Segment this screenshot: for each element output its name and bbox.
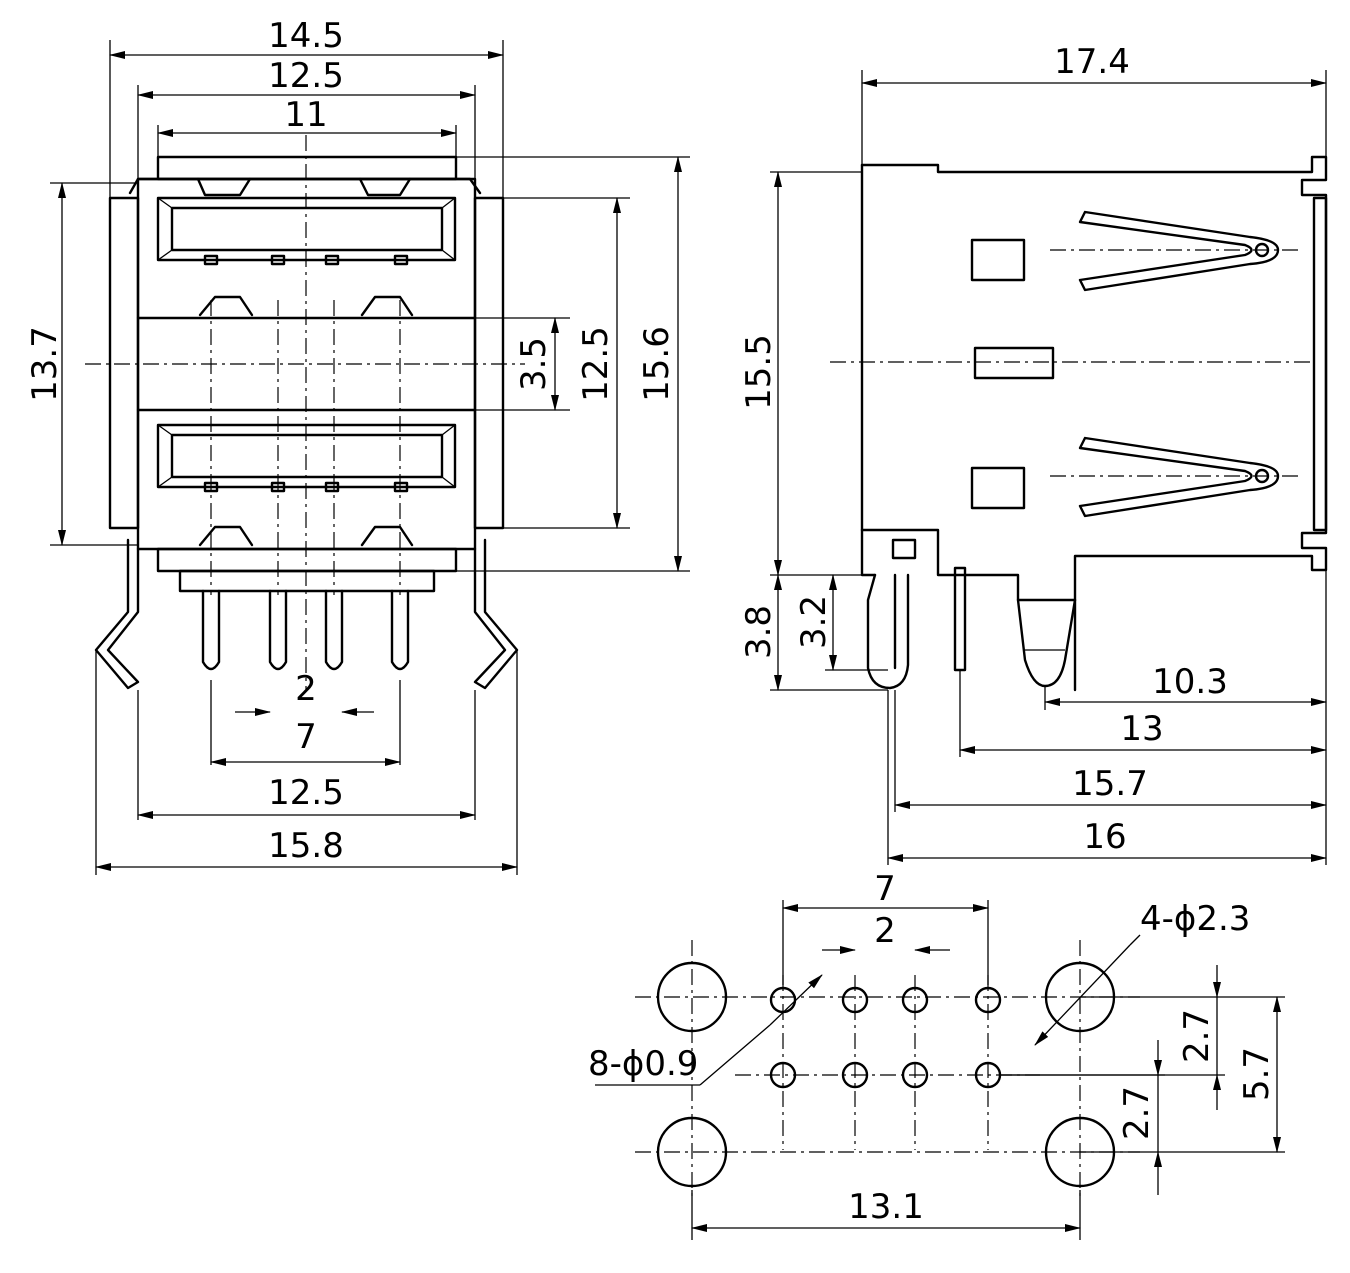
dim-15-6: 15.6	[637, 326, 677, 402]
dim-12-5-bottom: 12.5	[268, 773, 344, 813]
dim-15-5: 15.5	[739, 334, 779, 410]
pcb-dim-13-1: 13.1	[848, 1187, 924, 1227]
pcb-layout: 7 2 4-ϕ2.3 8-ϕ0.9 2.7 5.7 2.7 13.1	[588, 869, 1285, 1240]
dim-3-2: 3.2	[794, 595, 834, 649]
right-leg	[473, 538, 519, 690]
side-view: 17.4 15.5 3.8 3.2 10.3 13 15.7 16	[739, 42, 1328, 865]
pcb-dim-pitch-7: 7	[874, 869, 896, 909]
top-cap	[156, 155, 458, 181]
dim-12-5-right: 12.5	[576, 326, 616, 402]
shield-top-edge	[128, 177, 482, 195]
pcb-dim-mount-holes: 4-ϕ2.3	[1140, 899, 1250, 939]
pcb-dim-2-7-left: 2.7	[1117, 1086, 1157, 1140]
left-leg	[94, 538, 140, 690]
dim-14-5: 14.5	[268, 16, 344, 56]
dim-10-3: 10.3	[1152, 662, 1228, 702]
dim-11: 11	[284, 95, 327, 135]
dim-pitch-7: 7	[295, 717, 317, 757]
pins	[201, 589, 410, 671]
front-view: 14.5 12.5 11 13.7 3.5 12.5 15.6 2 7 12.5…	[25, 16, 690, 875]
pcb-dim-pitch-2: 2	[874, 911, 896, 951]
dim-13: 13	[1120, 709, 1163, 749]
dim-3-5: 3.5	[514, 337, 554, 391]
dim-17-4: 17.4	[1054, 42, 1130, 82]
right-flange	[473, 196, 505, 530]
dim-16: 16	[1083, 817, 1126, 857]
pin-holes	[769, 986, 1002, 1089]
upper-spring	[1078, 210, 1280, 292]
side-outline	[860, 155, 1328, 692]
pcb-dim-pin-holes: 8-ϕ0.9	[588, 1044, 698, 1084]
upper-window	[970, 238, 1026, 282]
dim-3-8: 3.8	[739, 605, 779, 659]
dim-pitch-2: 2	[295, 669, 317, 709]
dim-15-7: 15.7	[1072, 764, 1148, 804]
dim-12-5-top: 12.5	[268, 56, 344, 96]
center-slot	[973, 346, 1055, 380]
dim-13-7: 13.7	[25, 326, 65, 402]
left-flange	[108, 196, 140, 530]
pcb-dim-5-7: 5.7	[1237, 1047, 1277, 1101]
dim-15-8: 15.8	[268, 826, 344, 866]
lower-window	[970, 466, 1026, 510]
base-plate	[156, 547, 458, 573]
pcb-dim-2-7-right: 2.7	[1177, 1009, 1217, 1063]
lower-spring	[1078, 436, 1280, 518]
